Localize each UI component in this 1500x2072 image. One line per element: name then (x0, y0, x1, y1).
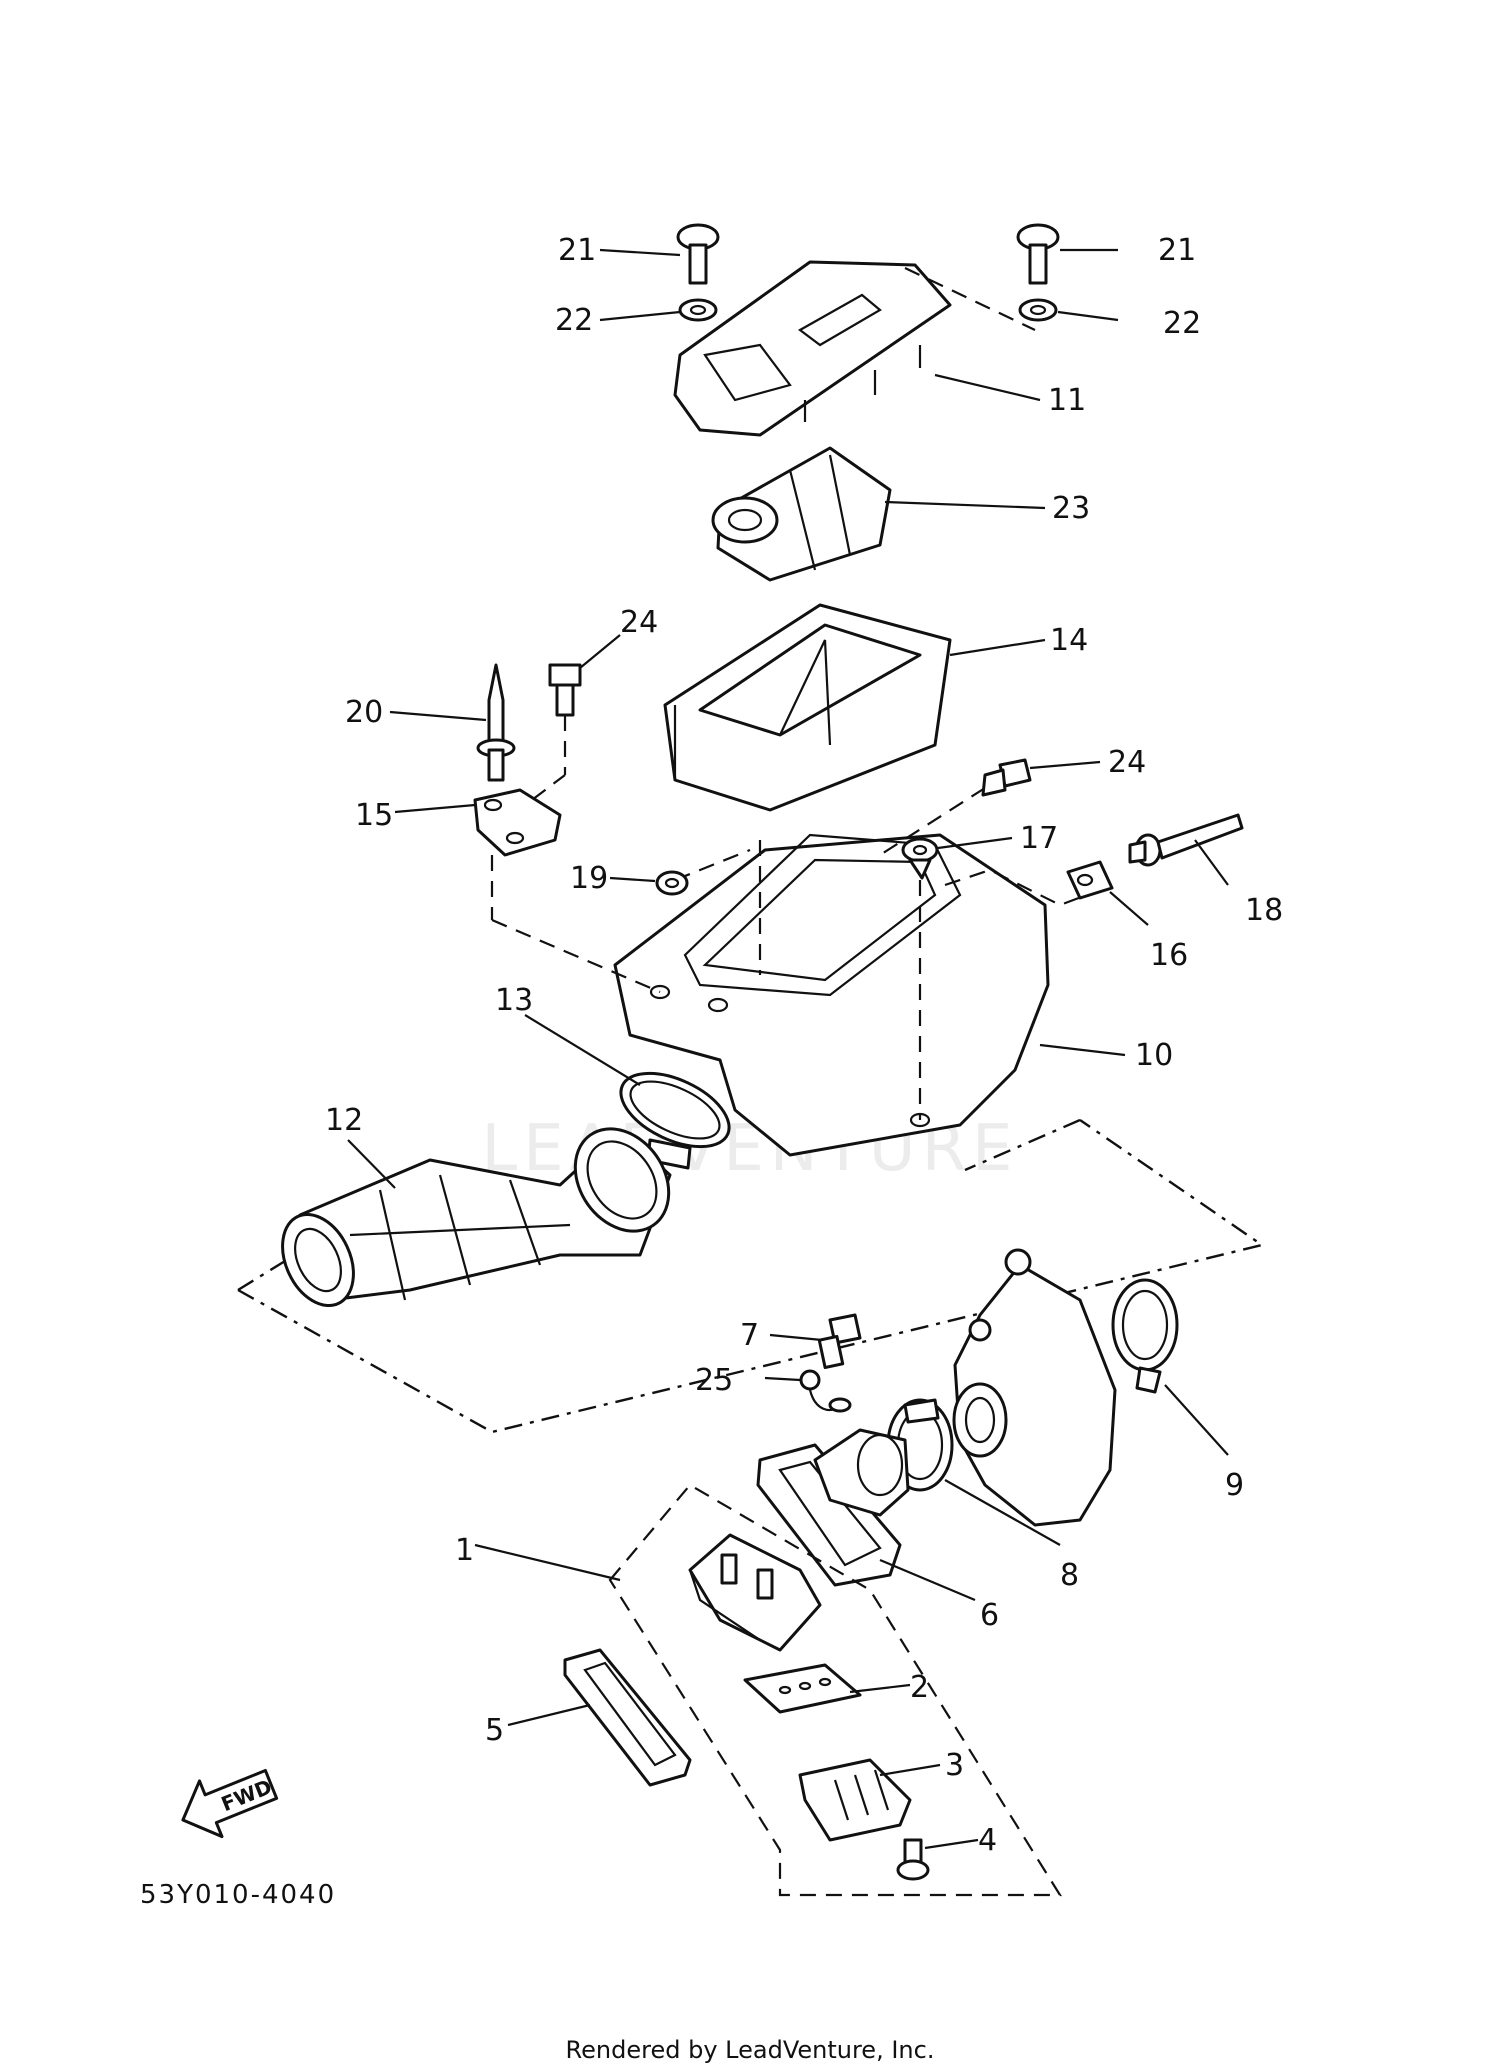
part-24-bolt-upper[interactable] (548, 663, 582, 717)
part-3-reed-stopper[interactable] (798, 1758, 912, 1842)
assembly-outline-right (964, 1118, 1081, 1172)
box-line-16 (944, 868, 1101, 907)
callout-3: 3 (945, 1748, 964, 1783)
part-11-airbox-cover[interactable] (673, 260, 952, 437)
callout-17: 17 (1020, 821, 1058, 856)
part-15-bracket[interactable] (473, 788, 562, 857)
callout-2: 2 (910, 1670, 929, 1705)
callout-21-left: 21 (558, 233, 596, 268)
part-23-intake-duct[interactable] (711, 446, 892, 582)
callout-1: 1 (455, 1533, 474, 1568)
part-9-clamp[interactable] (1111, 1278, 1179, 1394)
callout-13: 13 (495, 983, 533, 1018)
box-line-15b (491, 918, 661, 994)
callout-16: 16 (1150, 938, 1188, 973)
callout-22-left: 22 (555, 303, 593, 338)
part-2-reed-plate[interactable] (743, 1663, 862, 1714)
part-18-rivet[interactable] (1128, 813, 1244, 867)
box-line-24c (879, 787, 986, 856)
callout-7: 7 (740, 1318, 759, 1353)
part-20-rivet[interactable] (476, 663, 516, 782)
callout-24-upper: 24 (620, 605, 658, 640)
part-5-gasket[interactable] (563, 1648, 692, 1787)
callout-25: 25 (695, 1363, 733, 1398)
part-12-intake-boot[interactable] (269, 1111, 688, 1317)
callout-20: 20 (345, 695, 383, 730)
carburetor[interactable] (952, 1248, 1117, 1527)
callout-18: 18 (1245, 893, 1283, 928)
callout-5: 5 (485, 1713, 504, 1748)
callout-6: 6 (980, 1598, 999, 1633)
part-14-air-filter[interactable] (663, 603, 952, 812)
callout-21-right: 21 (1158, 233, 1196, 268)
part-4-screw[interactable] (896, 1838, 930, 1881)
callout-10: 10 (1135, 1038, 1173, 1073)
part-1-reed-valve[interactable] (688, 1533, 822, 1652)
box-line-19 (674, 848, 751, 882)
part-17-grommet[interactable] (901, 837, 939, 880)
footer-credit: Rendered by LeadVenture, Inc. (566, 2036, 935, 2064)
diagram-code: 53Y010-4040 (140, 1880, 336, 1910)
callout-23: 23 (1052, 491, 1090, 526)
callout-14: 14 (1050, 623, 1088, 658)
callout-4: 4 (978, 1823, 997, 1858)
part-24-bolt-right[interactable] (981, 758, 1032, 797)
callout-12: 12 (325, 1103, 363, 1138)
part-19-nut[interactable] (655, 870, 689, 896)
part-22-washer-left[interactable] (678, 298, 718, 322)
callout-11: 11 (1048, 383, 1086, 418)
callout-22-right: 22 (1163, 306, 1201, 341)
callout-15: 15 (355, 798, 393, 833)
part-22-washer-right[interactable] (1018, 298, 1058, 322)
part-10-airbox-body[interactable] (613, 833, 1050, 1157)
part-21-screw-left[interactable] (676, 223, 720, 285)
part-21-screw-right[interactable] (1016, 223, 1060, 285)
callout-19: 19 (570, 861, 608, 896)
part-7-bolt[interactable] (817, 1313, 862, 1370)
leader-lines (347, 248, 1229, 1850)
callout-9: 9 (1225, 1468, 1244, 1503)
reed-valve-group-outline (608, 1483, 1062, 1897)
callout-24-right: 24 (1108, 745, 1146, 780)
part-6-intake-joint[interactable] (756, 1428, 910, 1587)
part-25-hose[interactable] (799, 1369, 852, 1413)
assembly-outline-lower (237, 1119, 1265, 1434)
callout-8: 8 (1060, 1558, 1079, 1593)
fwd-arrow-icon: FWD (181, 1768, 279, 1839)
part-16-clip[interactable] (1066, 860, 1114, 900)
